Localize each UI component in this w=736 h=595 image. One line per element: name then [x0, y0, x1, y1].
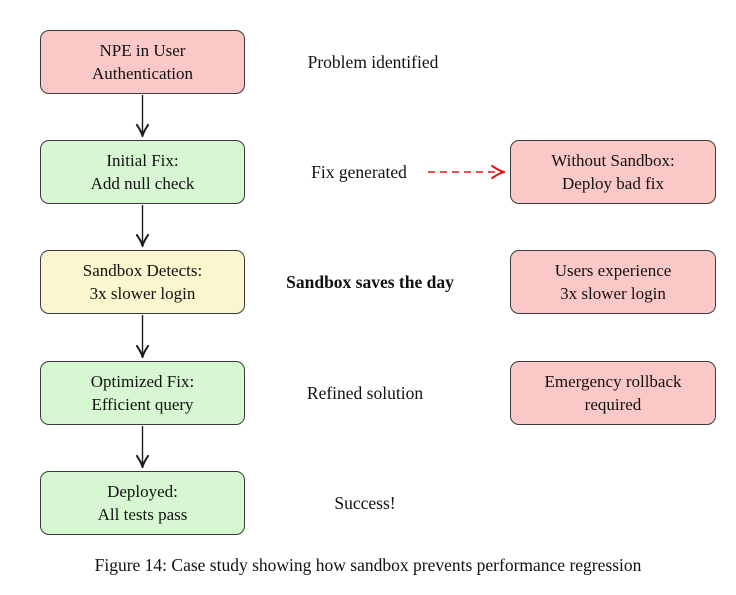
annotation-fix-generated: Fix generated: [311, 162, 407, 182]
counterfactual-users-experience-line1: Users experience: [554, 261, 672, 280]
figure-caption: Figure 14: Case study showing how sandbo…: [94, 555, 642, 575]
annotation-sandbox-saves-the-day: Sandbox saves the day: [286, 272, 454, 292]
step-initial-fix-line2: Add null check: [90, 174, 195, 193]
step-optimized-fix-line2: Efficient query: [91, 395, 194, 414]
step-deployed-line2: All tests pass: [97, 505, 188, 524]
counterfactual-emergency-rollback-box: Emergency rollback required: [510, 361, 716, 425]
step-npe-box: NPE in User Authentication: [40, 30, 245, 94]
annotation-problem-identified: Problem identified: [307, 52, 439, 72]
step-sandbox-detects-box: Sandbox Detects: 3x slower login: [40, 250, 245, 314]
step-npe-line2: Authentication: [91, 64, 194, 83]
step-deployed-line1: Deployed:: [107, 482, 178, 501]
counterfactual-emergency-rollback-line2: required: [584, 395, 642, 414]
counterfactual-deploy-bad-fix-line1: Without Sandbox:: [551, 151, 675, 170]
annotation-refined-solution: Refined solution: [306, 383, 424, 403]
step-optimized-fix-line1: Optimized Fix:: [90, 372, 195, 391]
step-sandbox-detects-line2: 3x slower login: [89, 284, 196, 303]
step-initial-fix-box: Initial Fix: Add null check: [40, 140, 245, 204]
step-initial-fix-line1: Initial Fix:: [106, 151, 179, 170]
counterfactual-emergency-rollback-line1: Emergency rollback: [544, 372, 682, 391]
step-sandbox-detects-line1: Sandbox Detects:: [82, 261, 203, 280]
step-deployed-box: Deployed: All tests pass: [40, 471, 245, 535]
step-npe-line1: NPE in User: [99, 41, 186, 60]
counterfactual-users-experience-line2: 3x slower login: [560, 284, 666, 303]
annotation-success: Success!: [334, 493, 396, 513]
counterfactual-deploy-bad-fix-box: Without Sandbox: Deploy bad fix: [510, 140, 716, 204]
counterfactual-deploy-bad-fix-line2: Deploy bad fix: [562, 174, 664, 193]
counterfactual-users-experience-box: Users experience 3x slower login: [510, 250, 716, 314]
step-optimized-fix-box: Optimized Fix: Efficient query: [40, 361, 245, 425]
